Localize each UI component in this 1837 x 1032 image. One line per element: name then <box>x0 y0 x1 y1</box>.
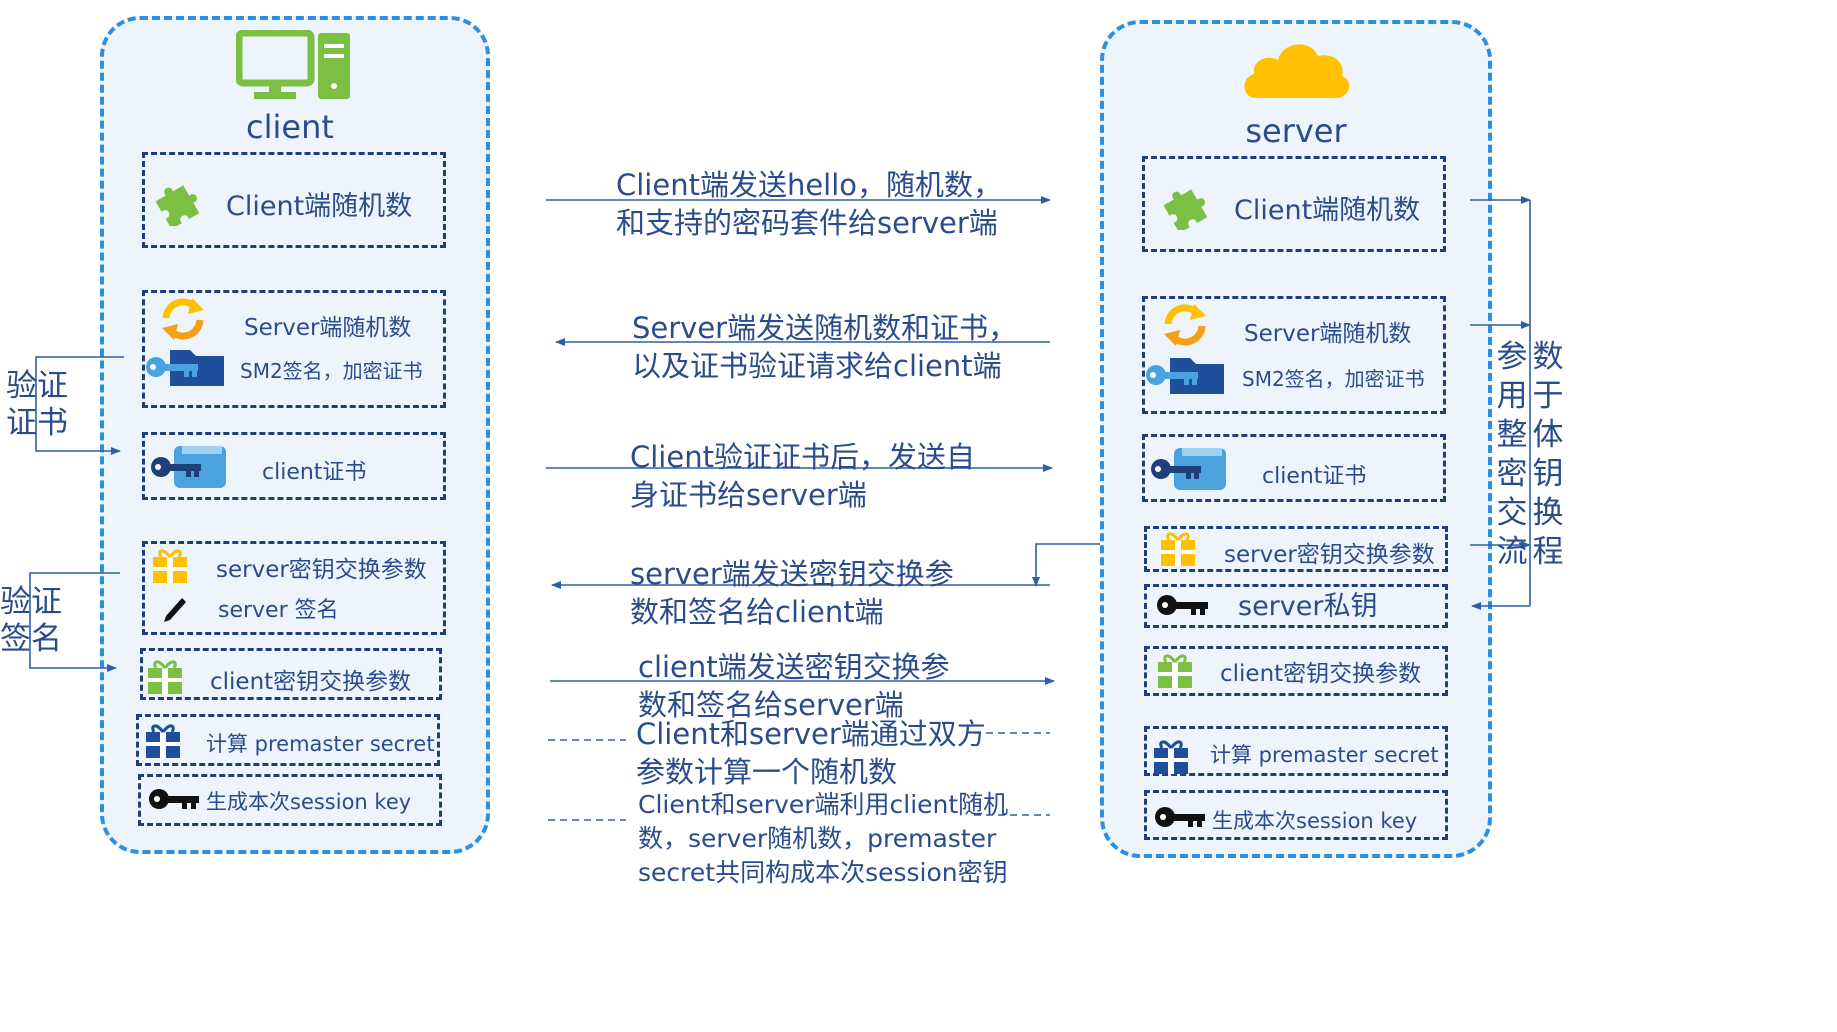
client-box-server-kex <box>142 541 446 635</box>
message-2: Server端发送随机数和证书，以及证书验证请求给client端 <box>632 311 1018 383</box>
server-client-kex-label: client密钥交换参数 <box>1220 661 1422 687</box>
client-box-client-cert <box>142 432 446 500</box>
pen-icon <box>164 598 186 622</box>
server-panel <box>1100 20 1492 858</box>
server-premaster-label: 计算 premaster secret <box>1210 743 1439 767</box>
server-server-random-label: Server端随机数 <box>1244 321 1412 347</box>
server-private-key-label: server私钥 <box>1238 591 1378 622</box>
server-box-server-random <box>1142 296 1446 414</box>
cloud-icon <box>1244 44 1350 98</box>
verify-cert-label: 验证证书 <box>6 368 68 441</box>
client-box-premaster <box>136 714 440 766</box>
server-client-random-label: Client端随机数 <box>1234 195 1421 226</box>
message-5: client端发送密钥交换参数和签名给server端 <box>638 650 950 722</box>
client-sm2-label: SM2签名，加密证书 <box>240 359 423 383</box>
bracket-verify-sign <box>29 572 120 672</box>
server-sm2-label: SM2签名，加密证书 <box>1242 367 1425 391</box>
bracket-verify-cert <box>35 356 124 455</box>
computer-icon <box>236 30 350 99</box>
client-random-label: Client端随机数 <box>226 191 413 222</box>
server-box-client-kex <box>1144 646 1448 696</box>
key-card-icon <box>151 446 226 488</box>
gift-navy-icon <box>1154 740 1188 774</box>
key-folder-icon <box>1146 358 1224 394</box>
server-session-key-label: 生成本次session key <box>1212 809 1418 833</box>
refresh-icon <box>162 298 204 340</box>
server-title: server <box>1245 112 1347 150</box>
refresh-icon <box>1164 304 1206 346</box>
server-box-client-cert <box>1142 434 1446 502</box>
key-card-icon <box>1151 448 1226 490</box>
server-cert-label: client证书 <box>1262 464 1367 489</box>
client-server-kex-label: server密钥交换参数 <box>216 557 427 583</box>
puzzle-icon <box>1163 189 1208 230</box>
bracket-server-kex <box>1032 543 1100 587</box>
message-6: Client和server端通过双方参数计算一个随机数 <box>636 717 986 789</box>
server-box-client-random <box>1142 156 1446 252</box>
key-folder-icon <box>146 350 224 386</box>
client-server-sign-label: server 签名 <box>218 598 339 623</box>
client-cert-label: client证书 <box>262 460 367 485</box>
message-7: Client和server端利用client随机数，server随机数，prem… <box>638 790 1009 887</box>
client-title: client <box>246 108 334 146</box>
client-box-client-random <box>142 152 446 248</box>
gift-navy-icon <box>146 724 180 758</box>
client-session-key-label: 生成本次session key <box>206 790 412 814</box>
black-key-icon <box>1155 807 1205 827</box>
gift-green-icon <box>148 660 182 694</box>
puzzle-icon <box>155 185 200 226</box>
gift-green-icon <box>1158 654 1192 688</box>
client-server-random-label: Server端随机数 <box>244 315 412 341</box>
gift-yellow-icon <box>1161 532 1195 566</box>
message-4: server端发送密钥交换参数和签名给client端 <box>630 557 954 629</box>
message-3: Client验证证书后，发送自身证书给server端 <box>630 440 975 512</box>
server-box-private-key <box>1144 584 1448 628</box>
client-box-session-key <box>138 774 442 826</box>
message-1: Client端发送hello，随机数，和支持的密码套件给server端 <box>616 168 1003 240</box>
client-client-kex-label: client密钥交换参数 <box>210 669 412 695</box>
server-server-kex-label: server密钥交换参数 <box>1224 542 1435 568</box>
verify-sign-label: 验证签名 <box>0 584 62 657</box>
client-box-client-kex <box>140 648 442 700</box>
params-note-label: 参数 用于 整体 密钥 交换 流程 <box>1496 339 1564 570</box>
black-key-icon <box>1157 595 1208 615</box>
client-premaster-label: 计算 premaster secret <box>206 732 435 756</box>
gift-yellow-icon <box>153 549 187 583</box>
server-box-session-key <box>1144 790 1448 840</box>
server-box-premaster <box>1144 726 1448 776</box>
server-box-server-kex <box>1144 526 1448 572</box>
client-box-server-random <box>142 290 446 408</box>
black-key-icon <box>149 789 199 809</box>
